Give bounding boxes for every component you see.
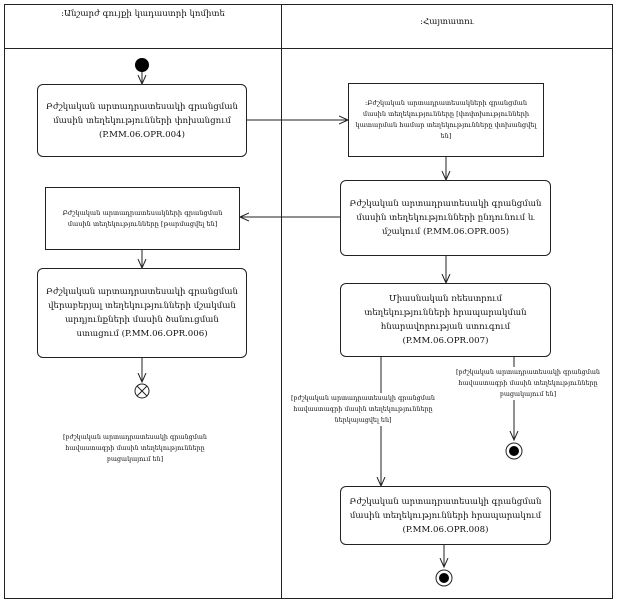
- flow-final-node: [134, 383, 150, 399]
- action-receive-and-process-info: Բժշկական արտադրատեսակի գրանցման մասին տե…: [340, 180, 551, 256]
- object-registration-info-transferred: :Բժշկական արտադրատեսակների գրանցման մասի…: [348, 83, 544, 157]
- action-check-publication-possibility: Միասնական ռեեստրում տեղեկությունների հրա…: [340, 283, 551, 357]
- object-registration-info-updated: Բժշկական արտադրատեսակների գրանցման մասին…: [45, 187, 240, 250]
- guard-submitted: [բժշկական արտադրատեսակի գրանցման հավաստա…: [283, 393, 443, 426]
- action-transfer-registration-info: Բժշկական արտադրատեսակի գրանցման մասին տե…: [37, 84, 247, 157]
- swimlane-frame: [4, 4, 613, 599]
- lane-title-right: :Հայտատու: [420, 17, 474, 27]
- action-publish-registration-info: Բժշկական արտադրատեսակի գրանցման մասին տե…: [340, 486, 551, 545]
- lane-title-left: :Անշարժ գույքի կադաստրի կոմիտե: [61, 9, 225, 19]
- activity-final-node-bottom: [435, 569, 453, 587]
- initial-node: [135, 58, 149, 72]
- guard-left-missing: [բժշկական արտադրատեսակի գրանցման հավաստա…: [50, 432, 220, 465]
- action-receive-processing-notification: Բժշկական արտադրատեսակի գրանցման վերաբերյ…: [37, 268, 247, 358]
- activity-final-node-right: [505, 442, 523, 460]
- guard-right-missing: [բժշկական արտադրատեսակի գրանցման հավաստա…: [448, 367, 608, 400]
